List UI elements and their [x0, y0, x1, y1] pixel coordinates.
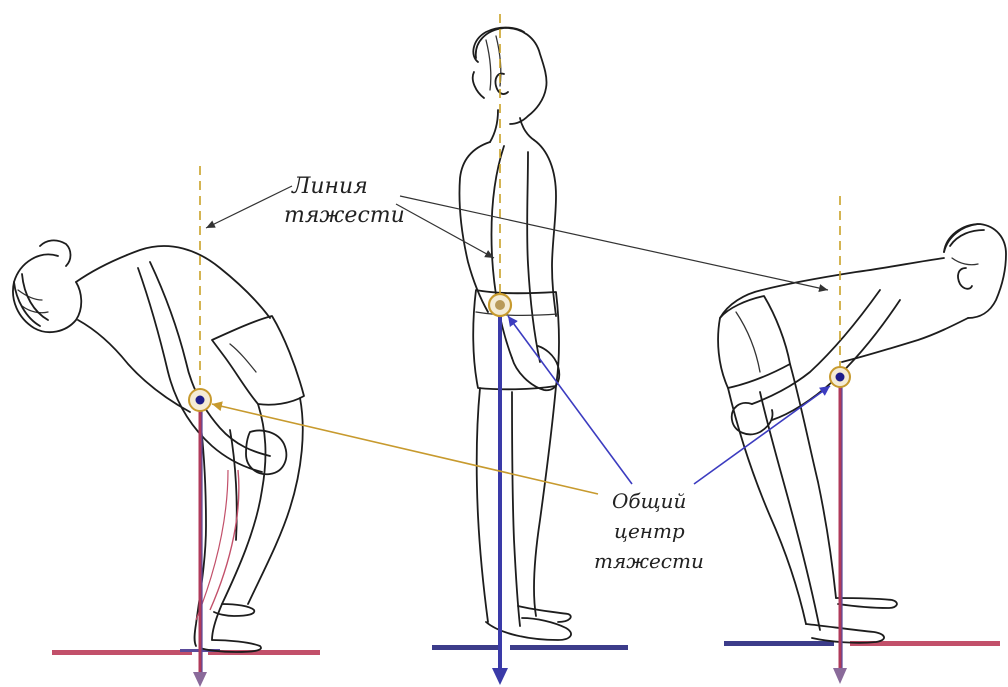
pointer-center-middle [508, 316, 632, 484]
standing-upright-figure [459, 28, 571, 641]
ground-line-middle-blue [432, 645, 498, 650]
center-of-gravity-label-line-3: тяжести [594, 549, 704, 573]
ground-line-middle-blue-2 [510, 645, 628, 650]
left-gravity-arrowhead [193, 672, 207, 687]
right-gravity-arrowhead [833, 668, 847, 684]
center-of-gravity-label-line-1: Общий [612, 489, 686, 513]
bending-backward-figure [13, 240, 304, 652]
gravity-line-label-line-2: тяжести [284, 203, 405, 228]
middle-gravity-arrowhead [492, 668, 508, 685]
bending-forward-figure [718, 224, 1006, 643]
ground-line-right-blue [724, 641, 834, 646]
right-center-of-gravity-marker [830, 367, 850, 387]
ground-line-left-red [52, 650, 192, 655]
left-center-of-gravity-marker [189, 389, 211, 411]
pointer-gravity-line-middle [396, 204, 494, 258]
center-of-gravity-label-line-2: центр [614, 519, 685, 543]
gravity-line-label-line-1: Линия [291, 174, 368, 199]
center-of-gravity-label: Общий центр тяжести [594, 489, 704, 573]
gravity-line-label: Линия тяжести [284, 174, 405, 228]
middle-center-of-gravity-marker [489, 294, 511, 316]
pointer-gravity-line-left [206, 186, 292, 228]
pointer-center-left [212, 404, 598, 494]
